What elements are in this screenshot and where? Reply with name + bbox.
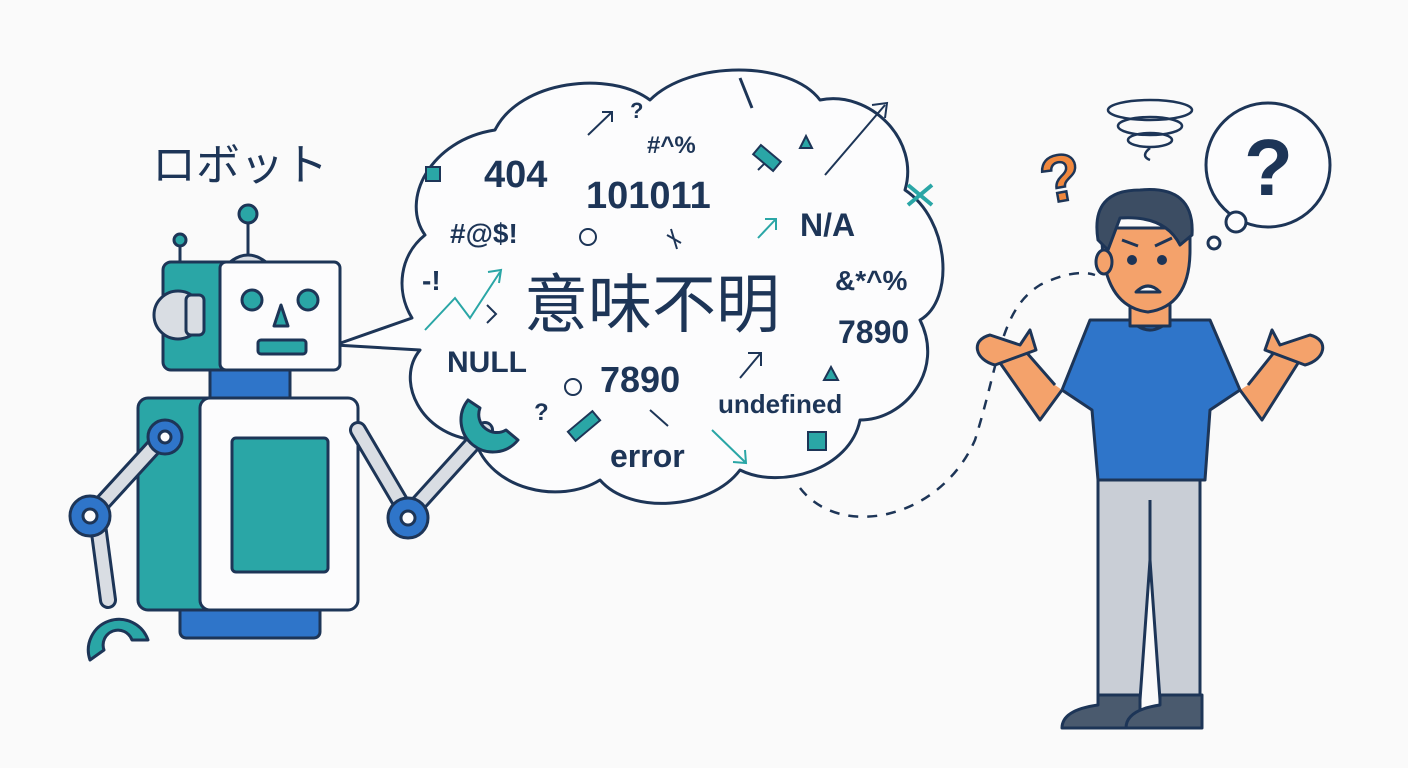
confusion-swirl (1106, 98, 1194, 162)
noise-text: ? (630, 98, 643, 123)
noise-text: -! (422, 265, 441, 296)
thought-question-mark: ? (1244, 123, 1293, 212)
noise-text: #^% (647, 132, 696, 159)
noise-text: #@$! (450, 218, 518, 249)
thought-bubble (1204, 101, 1332, 251)
noise-text: &*^% (835, 265, 907, 296)
noise-text: NULL (447, 346, 527, 379)
cloud-decorations (424, 77, 934, 465)
noise-text: undefined (718, 389, 842, 419)
robot-label: ロボット (152, 141, 328, 190)
confused-question-mark: ? (1034, 138, 1087, 218)
noise-text: 7890 (838, 314, 909, 350)
noise-text: error (610, 438, 685, 474)
headline-text: 意味不明 (524, 269, 780, 341)
dashed-connector (799, 271, 1096, 519)
noise-text: 404 (484, 154, 547, 196)
noise-text: 7890 (600, 359, 680, 400)
person (976, 98, 1324, 730)
robot (68, 203, 520, 662)
noise-text: ? (534, 399, 549, 426)
noise-text: 101011 (586, 175, 711, 217)
noise-text: N/A (800, 207, 855, 243)
cloud-texts: 404 101011 #^% ? #@$! N/A -! 意味不明 &*^% 7… (422, 98, 909, 474)
